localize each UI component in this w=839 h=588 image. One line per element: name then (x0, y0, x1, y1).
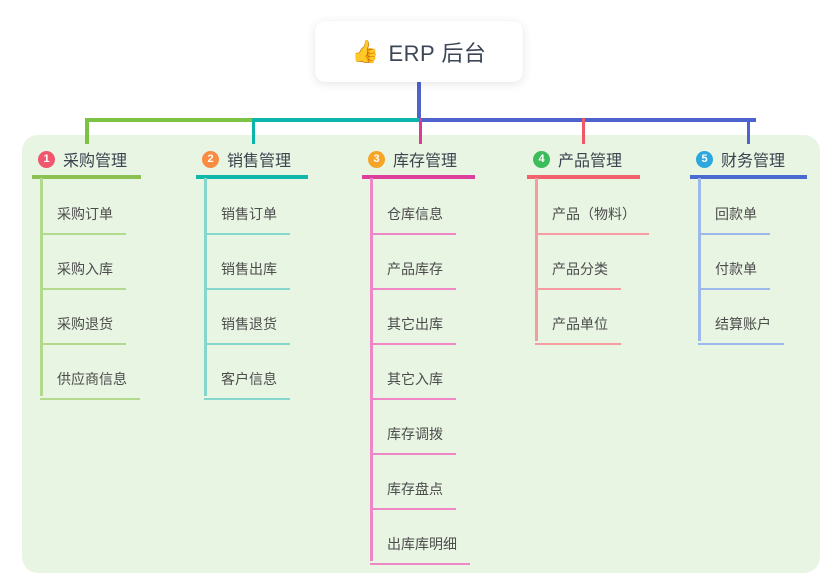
branch-销售管理: 2 销售管理销售订单销售出库销售退货客户信息 (196, 145, 308, 400)
branch-label: 采购管理 (63, 153, 128, 170)
branch-children-line (370, 178, 373, 561)
child-node[interactable]: 付款单 (698, 259, 770, 290)
root-label: ERP 后台 (388, 40, 487, 66)
branch-drop-line (581, 118, 585, 144)
child-node[interactable]: 库存调拨 (370, 424, 456, 455)
child-node[interactable]: 销售订单 (204, 204, 290, 235)
child-node[interactable]: 仓库信息 (370, 204, 456, 235)
branch-underline (690, 175, 807, 179)
child-node[interactable]: 结算账户 (698, 314, 784, 345)
branch-采购管理: 1 采购管理采购订单采购入库采购退货供应商信息 (32, 145, 141, 400)
child-node[interactable]: 销售退货 (204, 314, 290, 345)
branch-drop-line (85, 118, 89, 144)
child-node[interactable]: 其它出库 (370, 314, 456, 345)
branch-children-line (698, 178, 701, 341)
branch-label: 库存管理 (393, 153, 458, 170)
child-node[interactable]: 销售出库 (204, 259, 290, 290)
child-node[interactable]: 产品分类 (535, 259, 621, 290)
bus-line-segment (85, 118, 253, 122)
child-node[interactable]: 出库库明细 (370, 534, 470, 565)
child-node[interactable]: 其它入库 (370, 369, 456, 400)
branch-label: 产品管理 (558, 153, 623, 170)
branch-产品管理: 4 产品管理产品（物料） 产品分类产品单位 (527, 145, 649, 345)
branch-children-line (40, 178, 43, 396)
child-node[interactable]: 产品（物料） (535, 204, 649, 235)
branch-财务管理: 5 财务管理回款单付款单结算账户 (690, 145, 807, 345)
branch-underline (32, 175, 141, 179)
branch-label: 财务管理 (721, 153, 786, 170)
child-node[interactable]: 客户信息 (204, 369, 290, 400)
child-node[interactable]: 库存盘点 (370, 479, 456, 510)
branch-drop-line (418, 118, 422, 144)
branch-number-badge: 4 (533, 150, 550, 168)
branch-库存管理: 3 库存管理仓库信息产品库存其它出库其它入库库存调拨库存盘点出库库明细 (362, 145, 475, 565)
branch-header-node[interactable]: 4 产品管理 (527, 145, 640, 173)
branch-underline (196, 175, 308, 179)
child-node[interactable]: 采购订单 (40, 204, 126, 235)
bus-line-segment (420, 118, 756, 122)
child-node[interactable]: 采购退货 (40, 314, 126, 345)
branch-number-badge: 3 (368, 150, 385, 168)
child-node[interactable]: 产品库存 (370, 259, 456, 290)
root-connector-line (417, 82, 421, 118)
child-node[interactable]: 采购入库 (40, 259, 126, 290)
thumbs-up-icon: 👍 (351, 38, 380, 64)
branch-header-node[interactable]: 5 财务管理 (690, 145, 807, 173)
child-node[interactable]: 产品单位 (535, 314, 621, 345)
branch-drop-line (251, 118, 255, 144)
branch-number-badge: 2 (202, 150, 219, 168)
bus-line-segment (253, 118, 420, 122)
branch-underline (527, 175, 640, 179)
branch-underline (362, 175, 475, 179)
branch-header-node[interactable]: 2 销售管理 (196, 145, 308, 173)
branch-children-line (535, 178, 538, 341)
branch-header-node[interactable]: 3 库存管理 (362, 145, 475, 173)
branches-panel (22, 135, 820, 573)
branch-drop-line (746, 118, 750, 144)
root-node[interactable]: 👍 ERP 后台 (315, 21, 523, 82)
branch-label: 销售管理 (227, 153, 292, 170)
branch-children-line (204, 178, 207, 396)
branch-header-node[interactable]: 1 采购管理 (32, 145, 141, 173)
child-node[interactable]: 回款单 (698, 204, 770, 235)
branch-number-badge: 1 (38, 150, 55, 168)
branch-number-badge: 5 (696, 150, 713, 168)
child-node[interactable]: 供应商信息 (40, 369, 140, 400)
